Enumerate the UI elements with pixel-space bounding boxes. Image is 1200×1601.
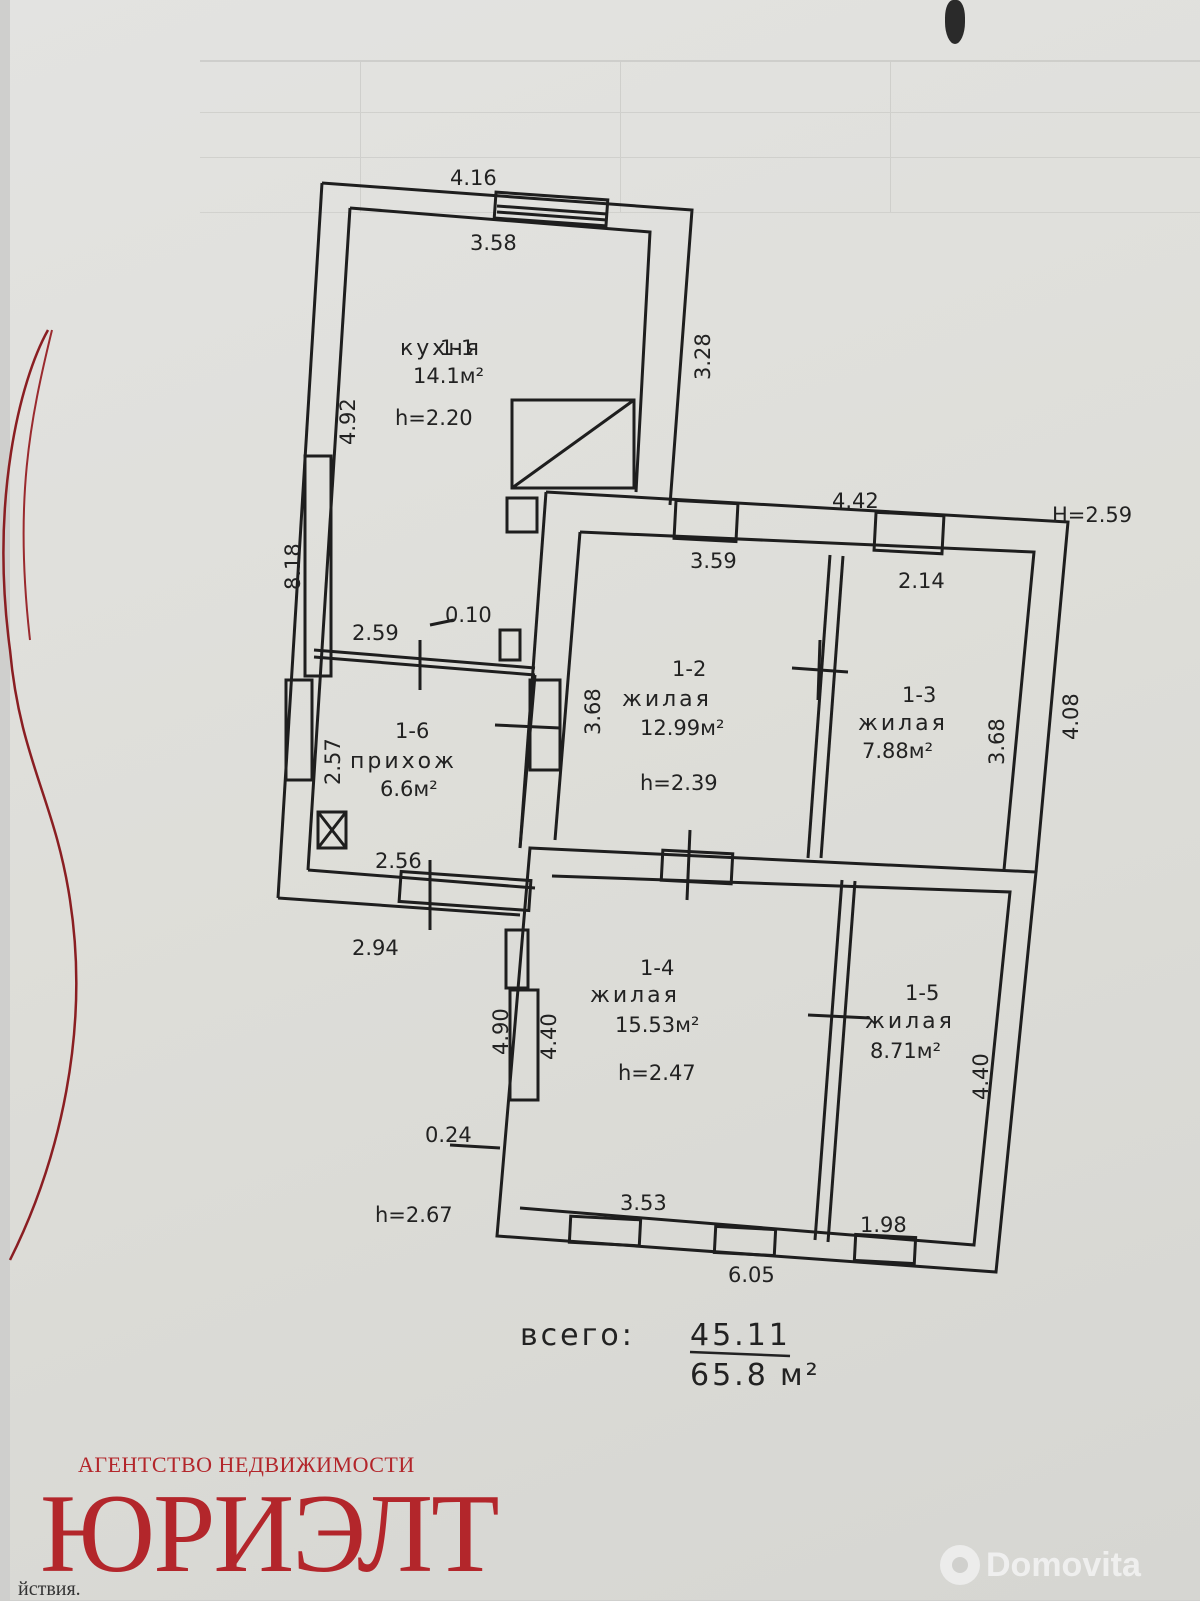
svg-text:H=2.59: H=2.59 <box>1052 503 1132 527</box>
svg-text:4.16: 4.16 <box>450 166 497 190</box>
room-1-5-label: 1-5 жилая 8.71м² <box>865 981 955 1063</box>
room-area: 14.1м² <box>413 364 484 388</box>
room-id: 1-6 <box>395 719 429 743</box>
room-area: 7.88м² <box>862 739 933 763</box>
room-name: жилая <box>590 983 680 1008</box>
svg-text:4.90: 4.90 <box>489 1008 513 1055</box>
svg-text:2.56: 2.56 <box>375 849 422 873</box>
domovita-logo-icon <box>940 1545 980 1585</box>
room-1-3-label: 1-3 жилая 7.88м² <box>858 683 948 763</box>
room-name: жилая <box>858 711 948 736</box>
room-area: 12.99м² <box>640 716 724 740</box>
room-area: 6.6м² <box>380 777 438 801</box>
agency-subtitle: АГЕНТСТВО НЕДВИЖИМОСТИ <box>78 1452 415 1477</box>
svg-text:4.92: 4.92 <box>336 398 360 445</box>
svg-text:0.24: 0.24 <box>425 1123 472 1147</box>
room-height: h=2.47 <box>618 1061 696 1085</box>
svg-text:3.58: 3.58 <box>470 231 517 255</box>
svg-text:2.57: 2.57 <box>321 738 345 785</box>
room-area: 15.53м² <box>615 1013 699 1037</box>
svg-text:6.05: 6.05 <box>728 1263 775 1287</box>
room-area: 8.71м² <box>870 1039 941 1063</box>
svg-text:1.98: 1.98 <box>860 1213 907 1237</box>
room-name: жилая <box>865 1009 955 1034</box>
room-id: 1-2 <box>672 657 706 681</box>
agency-logo: ЮРИЭЛТ <box>40 1472 500 1596</box>
svg-text:4.42: 4.42 <box>832 489 879 513</box>
svg-text:h=2.67: h=2.67 <box>375 1203 453 1227</box>
svg-text:3.28: 3.28 <box>691 333 715 380</box>
room-name: жилая <box>622 687 712 712</box>
total-label: всего: <box>520 1318 635 1353</box>
svg-text:3.59: 3.59 <box>690 549 737 573</box>
room-id: 1-5 <box>905 981 939 1005</box>
svg-text:4.40: 4.40 <box>537 1013 561 1060</box>
domovita-watermark: Domovita <box>940 1545 1141 1585</box>
room-1-6-label: 1-6 прихож 6.6м² <box>350 719 457 801</box>
room-id: 1-4 <box>640 956 674 980</box>
total-unit: м² <box>780 1358 821 1393</box>
total-living-area: 45.11 <box>690 1318 791 1353</box>
dimension-labels: 4.16 3.58 3.28 4.92 8.18 2.59 0.10 4.42 … <box>281 166 1132 1287</box>
room-height: h=2.20 <box>395 406 473 430</box>
svg-text:2.14: 2.14 <box>898 569 945 593</box>
ink-blot <box>945 0 965 44</box>
svg-text:3.68: 3.68 <box>985 718 1009 765</box>
room-1-1-label: 1-1 кухня 14.1м² h=2.20 <box>395 336 484 430</box>
cut-off-text: йствия. <box>18 1578 81 1600</box>
total-area: всего: 45.11 65.8 м² <box>520 1318 821 1393</box>
svg-text:0.10: 0.10 <box>445 603 492 627</box>
svg-text:2.94: 2.94 <box>352 936 399 960</box>
paper-sheet <box>10 0 1200 1600</box>
room-1-4-label: 1-4 жилая 15.53м² h=2.47 <box>590 956 699 1085</box>
svg-text:2.59: 2.59 <box>352 621 399 645</box>
room-id: 1-3 <box>902 683 936 707</box>
room-name: прихож <box>350 749 457 774</box>
svg-text:3.53: 3.53 <box>620 1191 667 1215</box>
room-1-2-label: 1-2 жилая 12.99м² h=2.39 <box>622 657 724 795</box>
svg-text:8.18: 8.18 <box>281 543 305 590</box>
room-height: h=2.39 <box>640 771 718 795</box>
svg-text:4.08: 4.08 <box>1059 693 1083 740</box>
svg-text:4.40: 4.40 <box>969 1053 993 1100</box>
faint-background-table <box>200 60 1200 213</box>
binding-thread <box>2 329 78 1261</box>
room-id: 1-1 <box>440 336 474 360</box>
total-overall-area: 65.8 <box>690 1358 769 1393</box>
watermark-text: Domovita <box>986 1545 1141 1584</box>
svg-text:3.68: 3.68 <box>581 688 605 735</box>
room-name: кухня <box>400 336 482 361</box>
